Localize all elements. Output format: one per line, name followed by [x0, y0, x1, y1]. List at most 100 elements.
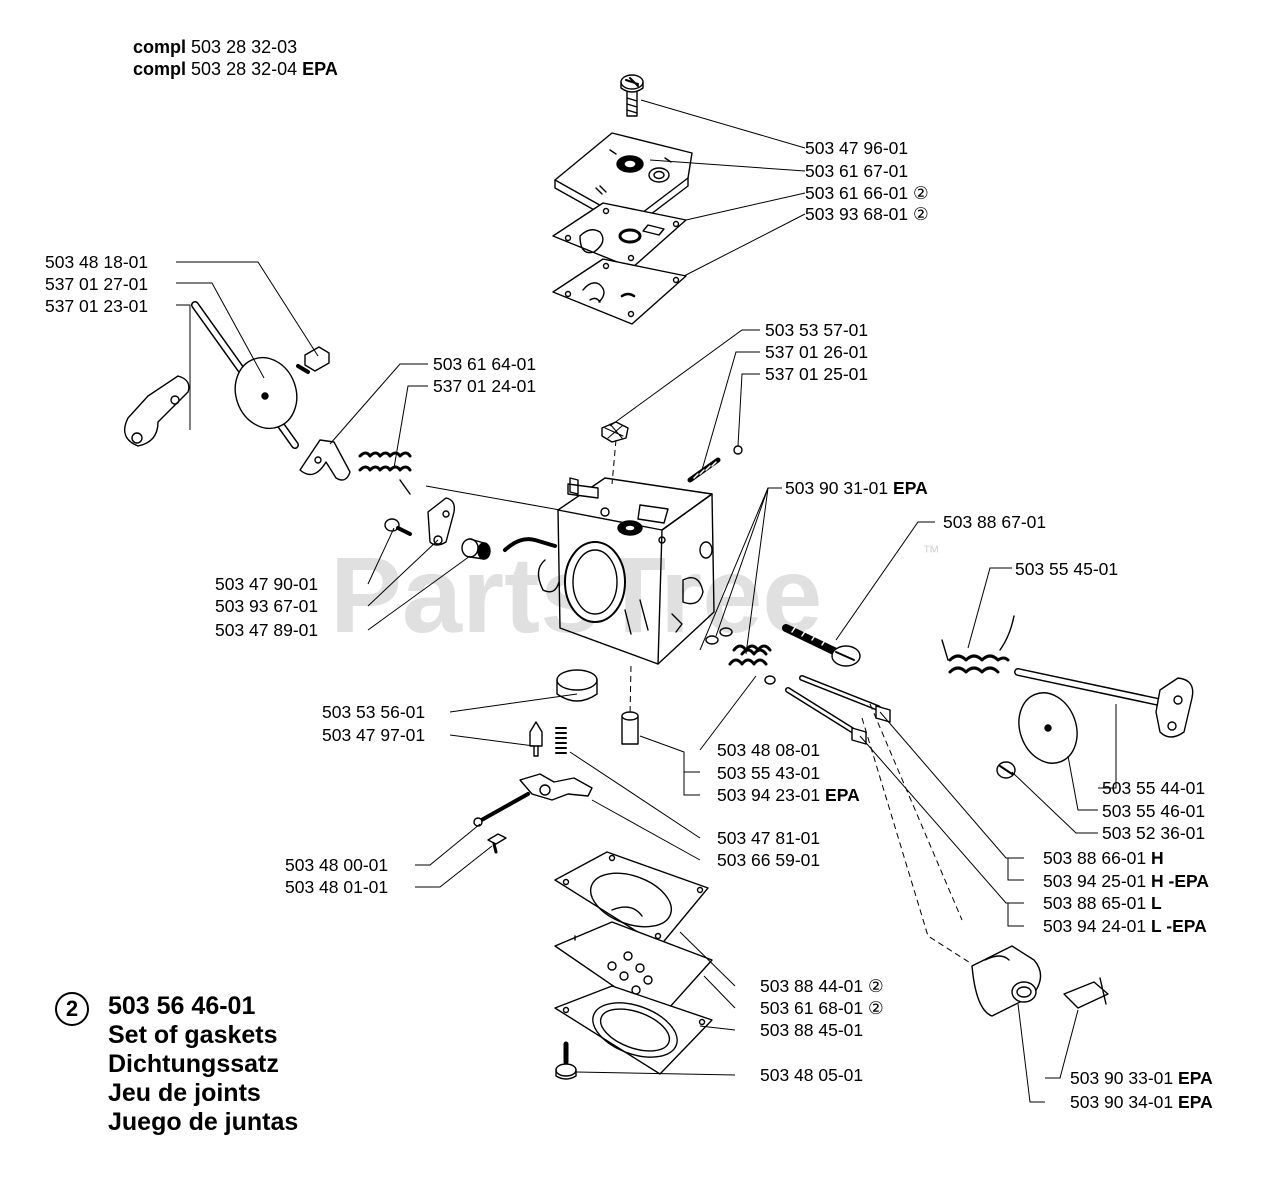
legend-line: Jeu de joints	[108, 1079, 261, 1107]
part-number: 503 48 01-01	[285, 877, 388, 897]
part-number: 503 94 23-01	[717, 785, 820, 805]
limiter-cap	[971, 945, 1042, 1017]
throttle-shaft	[1014, 668, 1194, 738]
part-number-suffix: EPA	[820, 785, 860, 805]
bottom-cover	[554, 985, 713, 1075]
part-number-suffix: ②	[863, 976, 884, 996]
fuel-inlet-nipple	[567, 477, 599, 499]
legend-line: Set of gaskets	[108, 1021, 278, 1049]
part-number-label: 503 88 67-01	[943, 512, 1046, 532]
part-number-label: 503 48 05-01	[760, 1065, 863, 1085]
header-line-1: compl 503 28 32-03	[133, 37, 298, 57]
part-number: 503 48 08-01	[717, 740, 820, 760]
part-number-label: 503 61 67-01	[805, 161, 908, 181]
part-number-label: 503 48 18-01	[45, 252, 148, 272]
legend-line: Dichtungssatz	[108, 1050, 279, 1078]
legend-number: 503 56 46-01	[108, 992, 256, 1020]
part-number: 537 01 24-01	[433, 376, 536, 396]
part-number: 503 47 81-01	[717, 828, 820, 848]
part-number: 503 88 66-01	[1043, 848, 1146, 868]
part-number: 537 01 25-01	[765, 364, 868, 384]
watermark-tm: ™	[922, 542, 940, 562]
bottom-cover-screw	[555, 1041, 577, 1080]
part-number-label: 503 47 97-01	[322, 725, 425, 745]
part-number: 503 93 67-01	[215, 596, 318, 616]
part-number-label: 503 94 23-01 EPA	[717, 785, 860, 805]
part-number-label: 503 88 66-01 H	[1043, 848, 1164, 868]
part-number: 503 88 45-01	[760, 1020, 863, 1040]
needle-spring	[687, 445, 743, 483]
part-number-label: 503 94 25-01 H -EPA	[1043, 871, 1209, 891]
limiter-plug	[1063, 977, 1109, 1009]
part-number-label: 503 88 44-01 ②	[760, 976, 884, 996]
part-number-label: 503 55 45-01	[1015, 559, 1118, 579]
part-number-suffix: ②	[863, 998, 884, 1018]
part-number: 503 90 34-01	[1070, 1092, 1173, 1112]
part-number: 503 61 67-01	[805, 161, 908, 181]
pump-gasket-top	[552, 202, 687, 269]
part-number-label: 537 01 26-01	[765, 342, 868, 362]
needle-spring-small	[555, 727, 567, 754]
lever-screw	[384, 518, 412, 536]
part-number: 503 66 59-01	[717, 850, 820, 870]
needle-springs	[705, 627, 776, 685]
part-number-suffix: H	[1146, 848, 1164, 868]
part-number: 503 55 46-01	[1102, 801, 1205, 821]
part-number: 537 01 27-01	[45, 274, 148, 294]
part-number-label: 537 01 25-01	[765, 364, 868, 384]
part-number: 503 47 89-01	[215, 620, 318, 640]
throttle-spring	[941, 615, 1015, 674]
part-number-label: 503 94 24-01 L -EPA	[1043, 916, 1207, 936]
choke-plate-screw	[296, 346, 330, 374]
part-number: 503 88 44-01	[760, 976, 863, 996]
part-number-label: 503 93 68-01 ②	[805, 204, 929, 224]
part-number-suffix: L -EPA	[1146, 916, 1207, 936]
part-number-label: 503 47 90-01	[215, 574, 318, 594]
part-number-label: 503 90 31-01 EPA	[785, 478, 928, 498]
inlet-needle	[529, 721, 543, 757]
part-number: 503 61 68-01	[760, 998, 863, 1018]
part-number: 503 47 97-01	[322, 725, 425, 745]
part-number-suffix: EPA	[1173, 1068, 1213, 1088]
part-number-suffix: H -EPA	[1146, 871, 1209, 891]
part-number: 503 94 24-01	[1043, 916, 1146, 936]
idle-screw	[782, 624, 861, 667]
part-number: 503 94 25-01	[1043, 871, 1146, 891]
header-line-2: compl 503 28 32-04 EPA	[133, 59, 338, 79]
part-number-label: 503 61 64-01	[433, 354, 536, 374]
part-number: 503 55 43-01	[717, 763, 820, 783]
part-number-label: 503 48 01-01	[285, 877, 388, 897]
pump-diaphragm	[552, 258, 687, 325]
detent-lever	[299, 439, 351, 481]
legend-marker: 2	[55, 992, 89, 1026]
part-number: 503 88 65-01	[1043, 893, 1146, 913]
throttle-plate	[1018, 692, 1078, 764]
part-number: 503 93 68-01	[805, 204, 908, 224]
lever-screw-small	[487, 833, 507, 854]
part-number-label: 537 01 23-01	[45, 296, 148, 316]
part-number-label: 503 47 89-01	[215, 620, 318, 640]
part-number: 537 01 23-01	[45, 296, 148, 316]
part-number: 503 48 18-01	[45, 252, 148, 272]
part-number-label: 503 48 00-01	[285, 855, 388, 875]
plug	[556, 669, 598, 702]
adjust-needle-h	[799, 675, 891, 723]
jet-bushing	[621, 711, 639, 745]
part-number-label: 503 88 45-01	[760, 1020, 863, 1040]
lever-spring	[358, 451, 412, 495]
part-number-label: 503 52 36-01	[1102, 823, 1205, 843]
part-number-label: 503 88 65-01 L	[1043, 893, 1162, 913]
part-number: 503 53 57-01	[765, 320, 868, 340]
part-number-label: 503 61 66-01 ②	[805, 183, 929, 203]
part-number: 503 88 67-01	[943, 512, 1046, 532]
part-number-suffix: ②	[908, 204, 929, 224]
part-number-label: 503 47 81-01	[717, 828, 820, 848]
part-number: 503 61 64-01	[433, 354, 536, 374]
legend-line: Juego de juntas	[108, 1108, 299, 1136]
part-number-label: 503 55 44-01	[1102, 778, 1205, 798]
part-number-label: 503 47 96-01	[805, 138, 908, 158]
throttle-plate-screw	[996, 761, 1016, 779]
carburetor-body	[503, 477, 715, 665]
